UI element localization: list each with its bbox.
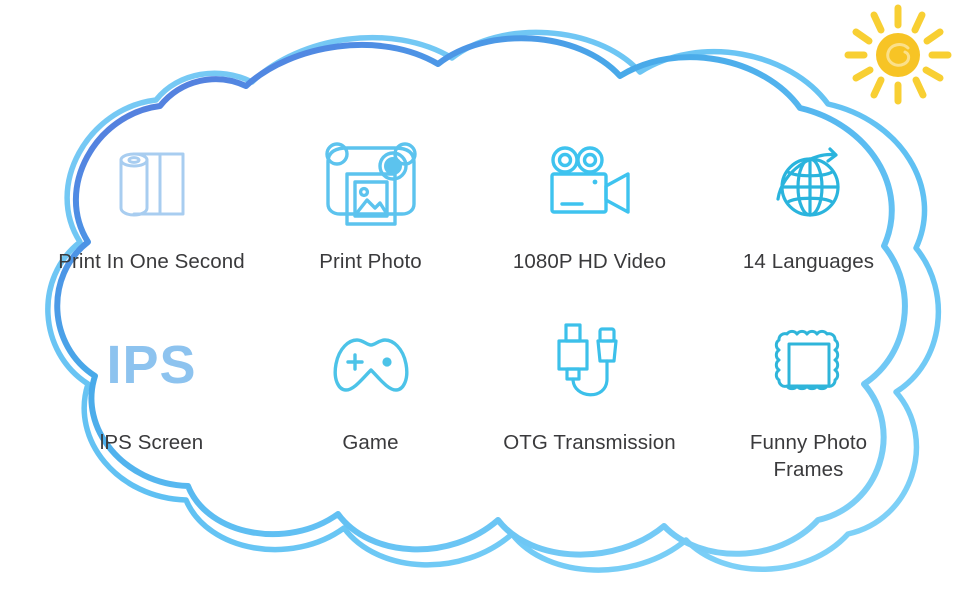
- feature-icon-wrap: [767, 319, 851, 411]
- printer-ear-left: [324, 142, 349, 166]
- feature-label: OTG Transmission: [503, 431, 676, 455]
- gamepad-icon: [333, 338, 408, 393]
- camera-reel-left: [550, 146, 579, 174]
- photo-output: [344, 172, 397, 226]
- sun-rays: [844, 4, 952, 105]
- feature-grid: Print In One Second: [42, 138, 918, 488]
- micro-usb-tip: [597, 327, 616, 343]
- camera-reel-right: [575, 146, 604, 174]
- feature-label: Game: [342, 431, 399, 455]
- globe-parallel-bottom: [785, 196, 834, 204]
- feature-row-1: Print In One Second: [42, 138, 918, 297]
- otg-cable-icon: [556, 323, 618, 397]
- photo-frame-icon: [774, 330, 839, 391]
- paper-roll-icon: [119, 152, 184, 217]
- feature-label: Print In One Second: [58, 250, 245, 273]
- photo-printer-icon: [324, 142, 417, 226]
- feature-label: 1080P HD Video: [512, 250, 667, 273]
- gamepad-body: [333, 338, 408, 393]
- paper-sheet: [158, 152, 184, 216]
- frame-inner: [787, 342, 830, 388]
- sun-core: [876, 33, 920, 77]
- camera-indicator: [592, 179, 597, 185]
- feature-icon-wrap: [319, 138, 423, 230]
- feature-label: Funny Photo Frames: [749, 431, 868, 482]
- movie-camera-icon: [549, 146, 630, 214]
- printer-body: [325, 146, 416, 216]
- feature-icon-wrap: IPS: [106, 319, 196, 411]
- photo-mountain: [353, 198, 389, 216]
- micro-usb-body: [595, 339, 618, 363]
- feature-item-funny-photo-frames[interactable]: Funny Photo Frames: [699, 319, 918, 488]
- ips-wordmark-icon: IPS: [106, 335, 197, 396]
- feature-icon-wrap: [552, 319, 628, 411]
- feature-icon-wrap: [544, 138, 636, 230]
- feature-icon-wrap: [115, 138, 189, 230]
- feature-label: Print Photo: [319, 250, 422, 273]
- globe-orbit-arrow: [775, 147, 838, 201]
- feature-icon-wrap: [329, 319, 413, 411]
- roll-body: [132, 152, 161, 216]
- usb-a-body: [556, 339, 589, 371]
- feature-item-ips-screen[interactable]: IPS lPS Screen: [42, 319, 261, 488]
- feature-item-print-photo[interactable]: Print Photo: [261, 138, 480, 297]
- feature-item-game[interactable]: Game: [261, 319, 480, 488]
- printer-lens: [383, 157, 402, 175]
- feature-row-2: IPS lPS Screen Game: [42, 319, 918, 488]
- gamepad-button: [381, 357, 392, 367]
- camera-reel-left-inner: [557, 152, 572, 168]
- usb-a-tip: [563, 323, 582, 343]
- otg-cable: [570, 359, 609, 397]
- roll-core: [127, 156, 140, 164]
- roll-top: [119, 152, 148, 168]
- feature-item-otg-transmission[interactable]: OTG Transmission: [480, 319, 699, 488]
- photo-inner: [352, 180, 389, 218]
- sun-icon: [844, 4, 952, 105]
- photo-sun: [358, 186, 369, 198]
- roll-side: [119, 158, 148, 217]
- feature-item-14-languages[interactable]: 14 Languages: [699, 138, 918, 297]
- camera-body: [549, 172, 608, 214]
- feature-icon-wrap: [768, 138, 850, 230]
- frame-scallop-outline: [774, 330, 839, 391]
- camera-lens-cone: [603, 172, 630, 214]
- feature-item-1080p-hd-video[interactable]: 1080P HD Video: [480, 138, 699, 297]
- feature-label: lPS Screen: [99, 431, 204, 455]
- feature-label: 14 Languages: [742, 250, 875, 273]
- camera-reel-right-inner: [582, 152, 597, 168]
- globe-icon: [775, 147, 840, 217]
- printer-lens-ring: [377, 151, 408, 181]
- feature-item-print-in-one-second[interactable]: Print In One Second: [42, 138, 261, 297]
- sun-swirl: [886, 43, 911, 67]
